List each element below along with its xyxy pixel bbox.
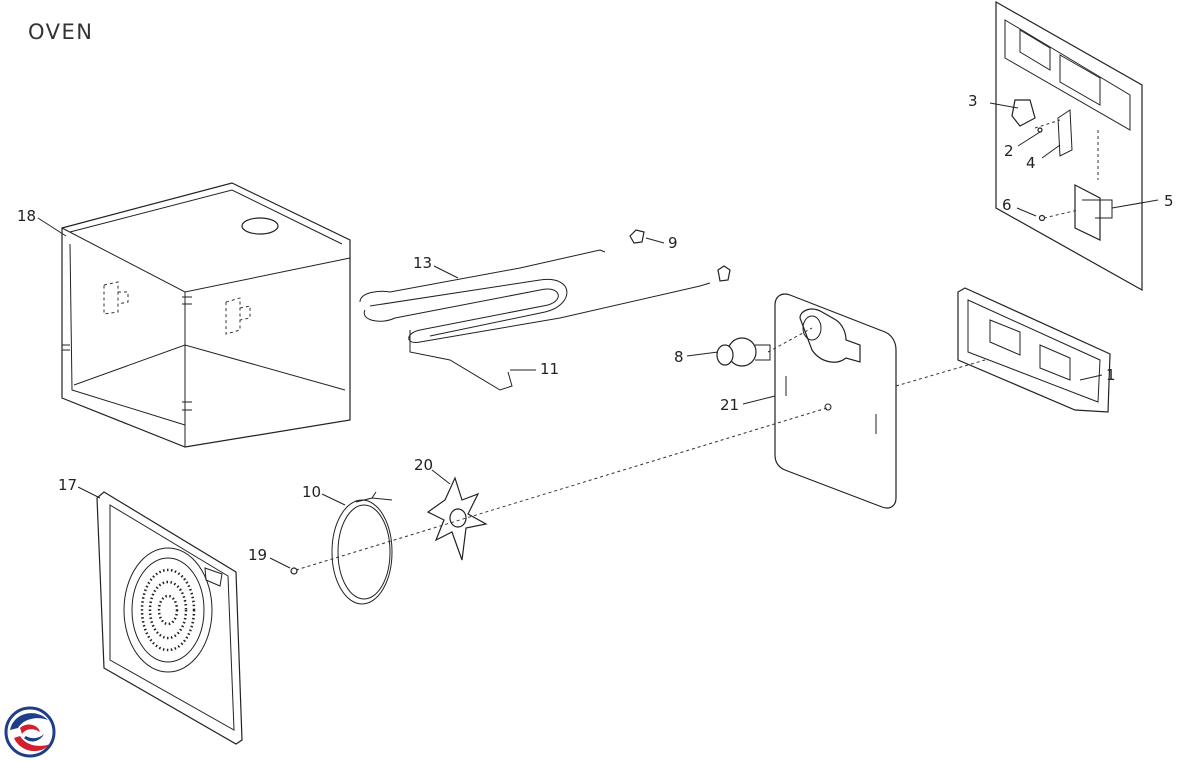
part-19-nut <box>290 567 298 575</box>
part-assembly-control-board <box>995 0 1143 292</box>
callout-3: 3 <box>968 92 978 110</box>
callout-6: 6 <box>1002 196 1012 214</box>
part-21-back-panel <box>774 293 897 509</box>
part-1-control-panel <box>957 287 1111 413</box>
part-11-bracket <box>409 330 513 391</box>
part-9-clip <box>629 229 731 282</box>
brand-logo <box>4 706 56 758</box>
part-20-fan-blade <box>426 476 488 561</box>
assembly-axis-lines <box>295 119 1079 571</box>
callout-8: 8 <box>674 348 684 366</box>
part-10-ring-element <box>331 491 393 605</box>
leader-lines <box>37 102 1159 569</box>
callout-10: 10 <box>302 483 321 501</box>
callout-21: 21 <box>720 396 739 414</box>
diagram-title: OVEN <box>28 20 94 44</box>
part-17-fan-cover <box>96 491 243 745</box>
callout-13: 13 <box>413 254 432 272</box>
callout-labels: 18 13 9 8 11 21 1 3 2 4 5 6 17 10 19 20 <box>17 92 1174 564</box>
callout-18: 18 <box>17 207 36 225</box>
callout-19: 19 <box>248 546 267 564</box>
part-18-oven-cavity <box>61 182 351 448</box>
callout-1: 1 <box>1106 366 1116 384</box>
callout-17: 17 <box>58 476 77 494</box>
callout-4: 4 <box>1026 154 1036 172</box>
callout-20: 20 <box>414 456 433 474</box>
callout-2: 2 <box>1004 142 1014 160</box>
part-8-thermostat <box>716 337 771 367</box>
callout-11: 11 <box>540 360 559 378</box>
callout-9: 9 <box>668 234 678 252</box>
callout-5: 5 <box>1164 192 1174 210</box>
